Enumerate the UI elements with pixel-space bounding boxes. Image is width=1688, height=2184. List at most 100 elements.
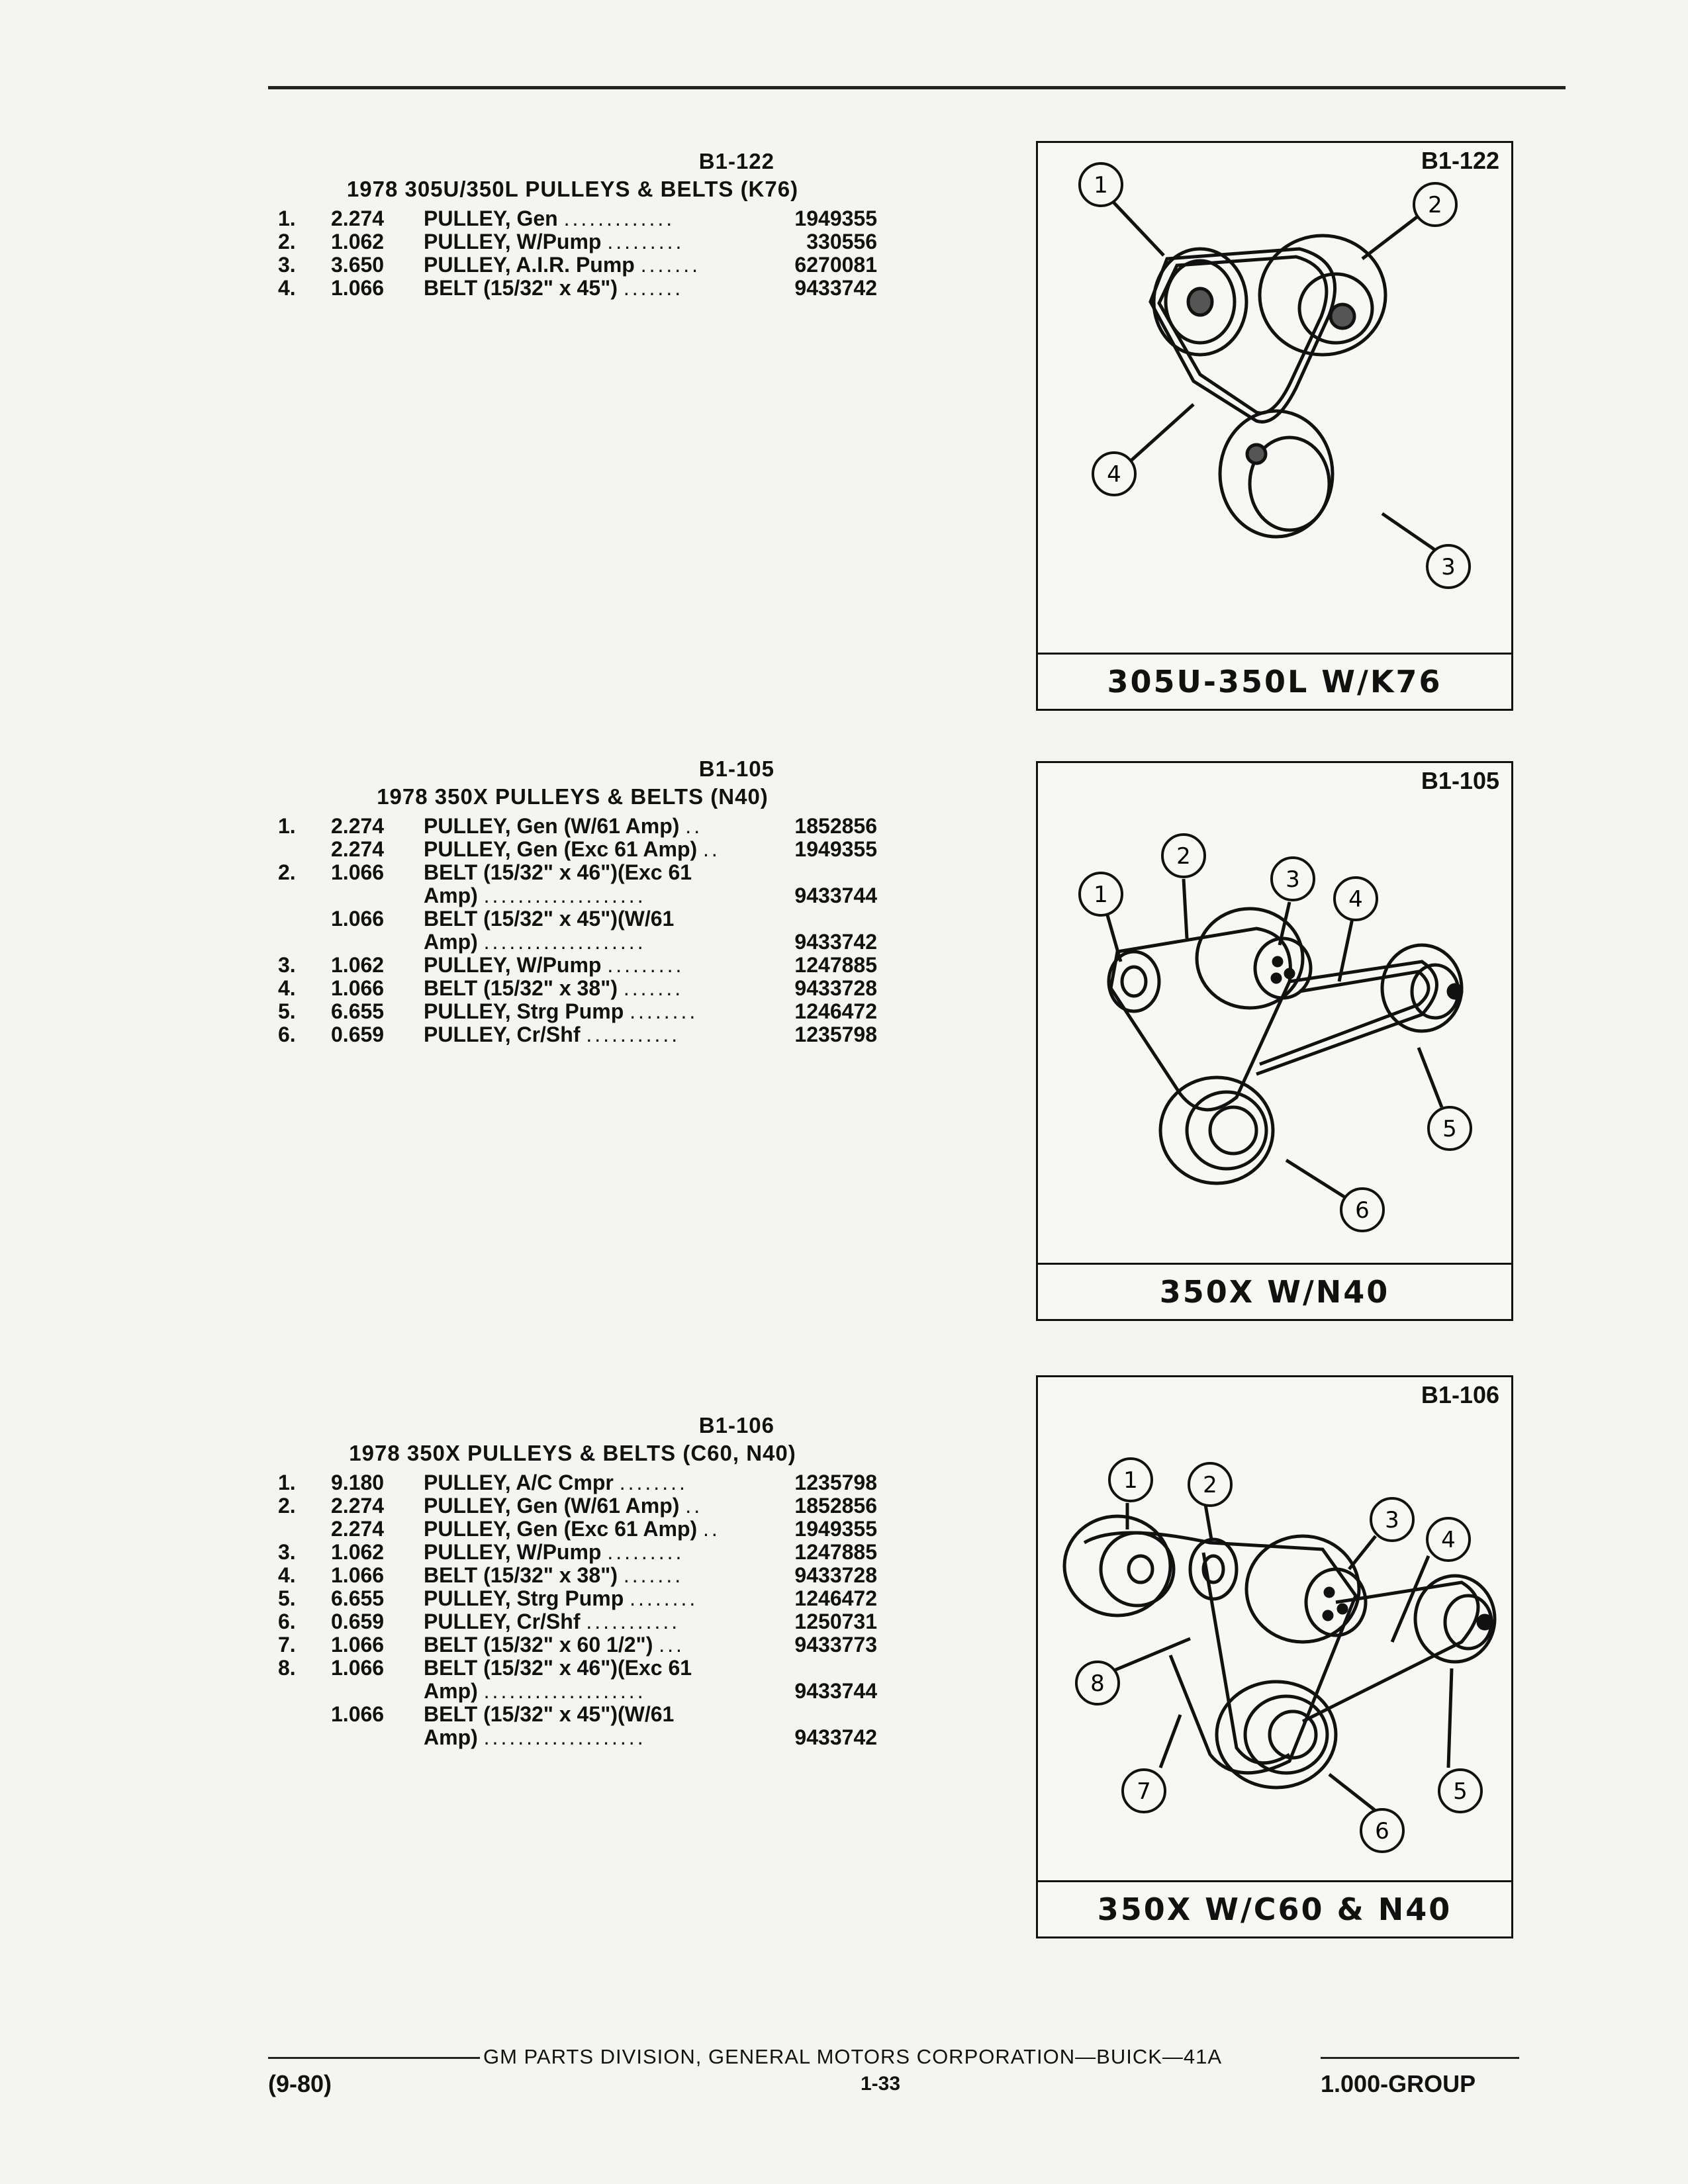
callout-8-icon bbox=[1075, 1661, 1120, 1706]
callout-label: 3 bbox=[1385, 1507, 1399, 1533]
group-number: 0.659 bbox=[331, 1023, 385, 1046]
item-number: 7. bbox=[278, 1633, 296, 1657]
item-number: 3. bbox=[278, 953, 296, 977]
part-description-cell: Amp) ................... bbox=[424, 884, 774, 907]
pulley-diagram-illustration: 1 2 3 4 5 6 7 8 bbox=[1062, 1457, 1497, 1853]
panel-code: B1-105 bbox=[1421, 767, 1499, 794]
item-number: 5. bbox=[278, 999, 296, 1023]
part-description: BELT (15/32" x 46")(Exc 61 bbox=[424, 1657, 692, 1680]
pulley-diagram-illustration: 1 2 3 4 bbox=[1078, 162, 1471, 589]
callout-label: 6 bbox=[1375, 1818, 1389, 1844]
dot-leader: ........... bbox=[586, 1610, 680, 1633]
dot-leader: ....... bbox=[623, 977, 684, 1000]
part-description-cell: PULLEY, Gen (W/61 Amp) .. bbox=[424, 1494, 774, 1518]
callout-4-icon bbox=[1426, 1517, 1471, 1562]
item-number: 4. bbox=[278, 1563, 296, 1587]
part-number: 1247885 bbox=[794, 953, 877, 977]
part-row: Amp) ...................9433744 bbox=[268, 1680, 877, 1703]
top-rule bbox=[268, 86, 1566, 89]
section-code: B1-106 bbox=[698, 1413, 774, 1437]
part-number: 9433742 bbox=[794, 930, 877, 954]
group-number: 1.066 bbox=[331, 860, 385, 884]
part-number: 9433742 bbox=[794, 276, 877, 300]
group-number: 1.066 bbox=[331, 907, 385, 931]
dot-leader: ......... bbox=[607, 230, 684, 253]
item-number: 2. bbox=[278, 230, 296, 253]
part-number: 1949355 bbox=[794, 206, 877, 230]
item-number: 6. bbox=[278, 1610, 296, 1633]
callout-5-icon bbox=[1427, 1106, 1472, 1151]
part-description: PULLEY, Cr/Shf bbox=[424, 1610, 581, 1633]
group-number: 9.180 bbox=[331, 1471, 385, 1494]
item-number: 4. bbox=[278, 276, 296, 300]
footer-page-number: 1-33 bbox=[861, 2073, 901, 2095]
part-description-cell: PULLEY, W/Pump ......... bbox=[424, 954, 774, 977]
part-description-cell: BELT (15/32" x 45")(W/61 bbox=[424, 1703, 774, 1726]
section-code: B1-122 bbox=[698, 149, 774, 173]
callout-label: 2 bbox=[1176, 843, 1191, 870]
callout-3-icon bbox=[1370, 1497, 1415, 1542]
part-description-cell: Amp) ................... bbox=[424, 1680, 774, 1703]
dot-leader: ........ bbox=[630, 1000, 698, 1023]
part-description: PULLEY, W/Pump bbox=[424, 230, 602, 253]
part-description: BELT (15/32" x 45")(W/61 bbox=[424, 1703, 675, 1726]
part-description-cell: PULLEY, W/Pump ......... bbox=[424, 1541, 774, 1564]
part-description: PULLEY, Gen (Exc 61 Amp) bbox=[424, 1518, 698, 1541]
dot-leader: ....... bbox=[623, 1564, 684, 1587]
part-description: Amp) bbox=[424, 884, 478, 907]
section-title: 1978 305U/350L PULLEYS & BELTS (K76) bbox=[346, 177, 799, 201]
dot-leader: ....... bbox=[623, 277, 684, 300]
part-description-cell: PULLEY, Gen (W/61 Amp) .. bbox=[424, 815, 774, 838]
part-number: 330556 bbox=[806, 230, 877, 253]
dot-leader: ................... bbox=[483, 884, 646, 907]
parts-section-b1-105: B1-105 1978 350X PULLEYS & BELTS (N40) 1… bbox=[268, 756, 877, 1046]
callout-label: 1 bbox=[1123, 1467, 1138, 1494]
diagram-caption: 350X W/C60 & N40 bbox=[1038, 1880, 1511, 1936]
dot-leader: ... bbox=[659, 1633, 684, 1657]
part-description: PULLEY, Strg Pump bbox=[424, 1000, 624, 1023]
part-description: PULLEY, W/Pump bbox=[424, 954, 602, 977]
part-description: PULLEY, A.I.R. Pump bbox=[424, 253, 635, 277]
part-number: 1949355 bbox=[794, 837, 877, 861]
part-description: PULLEY, Gen (Exc 61 Amp) bbox=[424, 838, 698, 861]
part-description: PULLEY, Gen (W/61 Amp) bbox=[424, 815, 680, 838]
callout-label: 1 bbox=[1094, 882, 1108, 908]
diagram-caption: 350X W/N40 bbox=[1038, 1263, 1511, 1319]
callout-2-icon bbox=[1413, 182, 1458, 227]
item-number: 3. bbox=[278, 1540, 296, 1564]
callout-label: 2 bbox=[1428, 192, 1442, 218]
pulley-diagram-illustration: 1 2 3 4 5 6 bbox=[1078, 833, 1472, 1232]
callout-4-icon bbox=[1092, 451, 1137, 496]
panel-code: B1-122 bbox=[1421, 147, 1499, 174]
part-description-cell: BELT (15/32" x 45") ....... bbox=[424, 277, 774, 300]
section-title: 1978 350X PULLEYS & BELTS (C60, N40) bbox=[349, 1441, 796, 1465]
group-number: 1.066 bbox=[331, 1702, 385, 1726]
group-number: 1.066 bbox=[331, 1563, 385, 1587]
part-row: Amp) ...................9433742 bbox=[268, 1726, 877, 1749]
part-description: PULLEY, W/Pump bbox=[424, 1541, 602, 1564]
group-number: 1.062 bbox=[331, 953, 385, 977]
part-description-cell: PULLEY, A.I.R. Pump ....... bbox=[424, 253, 774, 277]
part-description-cell: PULLEY, Gen (Exc 61 Amp) .. bbox=[424, 838, 774, 861]
part-description-cell: PULLEY, Gen (Exc 61 Amp) .. bbox=[424, 1518, 774, 1541]
callout-1-icon bbox=[1078, 162, 1123, 207]
group-number: 1.062 bbox=[331, 230, 385, 253]
part-description: BELT (15/32" x 45") bbox=[424, 277, 618, 300]
item-number: 2. bbox=[278, 860, 296, 884]
dot-leader: ................... bbox=[483, 931, 646, 954]
part-number: 9433728 bbox=[794, 1563, 877, 1587]
callout-5-icon bbox=[1438, 1768, 1483, 1813]
part-row: Amp) ...................9433744 bbox=[268, 884, 877, 907]
part-number: 1949355 bbox=[794, 1517, 877, 1541]
part-description-cell: BELT (15/32" x 46")(Exc 61 bbox=[424, 1657, 774, 1680]
